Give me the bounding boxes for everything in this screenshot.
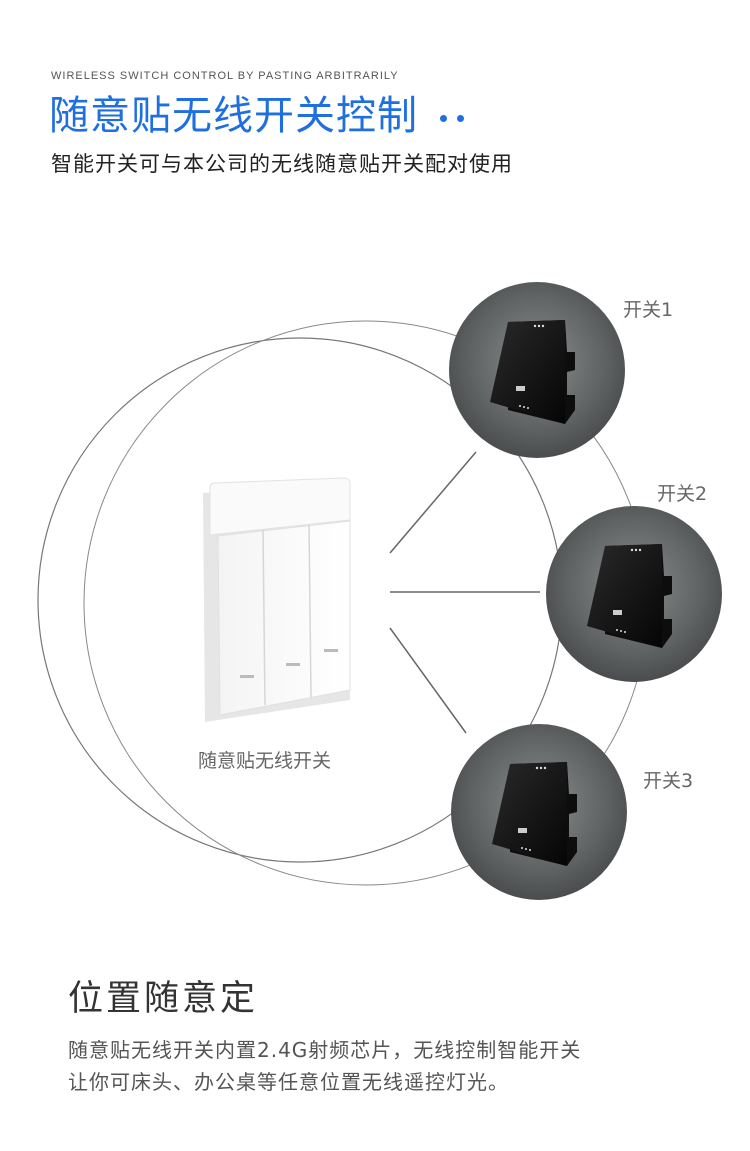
- section-title: 位置随意定: [68, 979, 259, 1019]
- decorative-dots: [440, 114, 474, 122]
- switch-3-label: 开关3: [643, 770, 694, 792]
- smart-switch-3: [451, 724, 627, 900]
- dot-icon: [440, 114, 447, 122]
- link-line-3: [389, 627, 467, 734]
- page-subtitle: 智能开关可与本公司的无线随意贴开关配对使用: [51, 152, 513, 176]
- switch-2-label: 开关2: [657, 483, 708, 505]
- pairing-diagram: 随意贴无线开关 开关1 开关2 开关3: [0, 250, 750, 930]
- eyebrow-text: WIRELESS SWITCH CONTROL BY PASTING ARBIT…: [51, 70, 399, 82]
- diagram-graphic: [37, 282, 722, 900]
- switch-1-label: 开关1: [623, 299, 674, 321]
- remote-label: 随意贴无线开关: [198, 750, 332, 772]
- title-row: 随意贴无线开关控制: [49, 90, 474, 142]
- dot-icon: [457, 114, 464, 122]
- section-text-line-2: 让你可床头、办公桌等任意位置无线遥控灯光。: [68, 1070, 509, 1094]
- smart-switch-1: [449, 282, 625, 458]
- page-title: 随意贴无线开关控制: [49, 93, 418, 139]
- wireless-remote-switch: [203, 477, 351, 722]
- section-text-line-1: 随意贴无线开关内置2.4G射频芯片，无线控制智能开关: [68, 1038, 582, 1062]
- link-line-1: [389, 451, 477, 554]
- smart-switch-2: [546, 506, 722, 682]
